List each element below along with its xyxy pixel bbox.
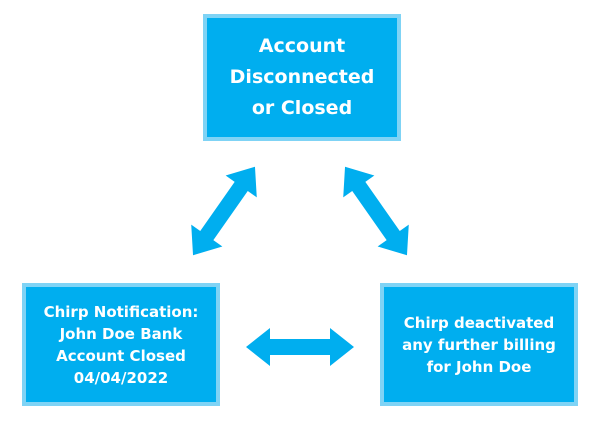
node-label: Chirp Notification: John Doe Bank Accoun… — [43, 302, 199, 387]
node-chirp-notification: Chirp Notification: John Doe Bank Accoun… — [22, 283, 220, 406]
node-account-disconnected: Account Disconnected or Closed — [203, 14, 401, 141]
node-label: Account Disconnected or Closed — [229, 35, 375, 119]
arrow-top-left — [191, 166, 257, 256]
arrow-left-right — [246, 328, 354, 366]
node-chirp-deactivated: Chirp deactivated any further billing fo… — [380, 283, 578, 406]
node-label: Chirp deactivated any further billing fo… — [402, 313, 556, 376]
arrow-top-right — [343, 166, 409, 256]
